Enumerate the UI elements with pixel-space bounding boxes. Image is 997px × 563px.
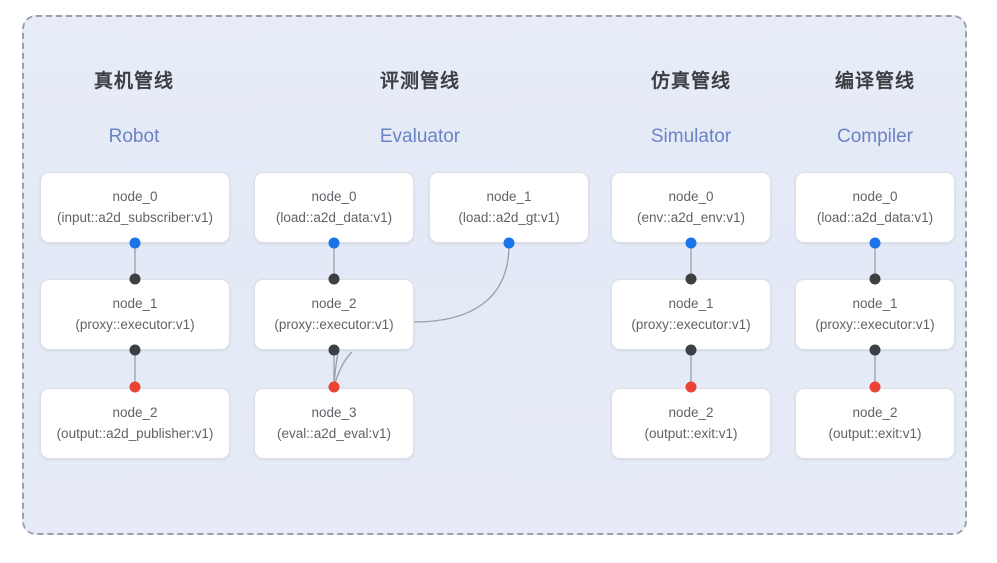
node-id-label: node_1 [486,188,532,204]
port-black-evaluator-2[interactable] [328,273,340,285]
column-title-robot: 真机管线 [93,71,174,92]
node-id-label: node_1 [112,295,158,311]
node-id-label: node_2 [852,404,898,420]
node-evaluator-node_0[interactable]: node_0(load::a2d_data:v1) [254,172,414,243]
node-type-label: (load::a2d_gt:v1) [458,209,560,225]
node-type-label: (proxy::executor:v1) [631,316,751,332]
node-type-label: (input::a2d_subscriber:v1) [56,209,214,225]
node-id-label: node_0 [311,188,357,204]
port-black-compiler-2[interactable] [869,344,881,356]
port-black-robot-2[interactable] [129,344,141,356]
port-blue-compiler-0[interactable] [869,237,881,249]
node-type-label: (output::exit:v1) [828,425,922,441]
node-type-label: (proxy::executor:v1) [815,316,935,332]
port-black-robot-1[interactable] [129,273,141,285]
node-type-label: (load::a2d_data:v1) [275,209,393,225]
node-robot-node_2[interactable]: node_2(output::a2d_publisher:v1) [40,388,230,459]
node-evaluator-node_3[interactable]: node_3(eval::a2d_eval:v1) [254,388,414,459]
port-black-compiler-1[interactable] [869,273,881,285]
port-red-simulator-3[interactable] [685,381,697,393]
node-id-label: node_1 [852,295,898,311]
node-id-label: node_2 [668,404,714,420]
column-subtitle-evaluator: Evaluator [379,126,461,147]
column-subtitle-simulator: Simulator [650,126,732,147]
node-id-label: node_0 [668,188,714,204]
column-subtitle-robot: Robot [108,126,160,147]
node-compiler-node_2[interactable]: node_2(output::exit:v1) [795,388,955,459]
node-id-label: node_2 [311,295,357,311]
port-blue-robot-0[interactable] [129,237,141,249]
node-compiler-node_0[interactable]: node_0(load::a2d_data:v1) [795,172,955,243]
column-title-simulator: 仿真管线 [650,71,731,92]
node-id-label: node_1 [668,295,714,311]
node-type-label: (output::exit:v1) [644,425,738,441]
port-red-compiler-3[interactable] [869,381,881,393]
node-robot-node_0[interactable]: node_0(input::a2d_subscriber:v1) [40,172,230,243]
port-red-evaluator-4[interactable] [328,381,340,393]
port-black-simulator-2[interactable] [685,344,697,356]
column-title-compiler: 编译管线 [834,71,915,92]
node-id-label: node_2 [112,404,158,420]
port-black-evaluator-3[interactable] [328,344,340,356]
node-simulator-node_2[interactable]: node_2(output::exit:v1) [611,388,771,459]
node-id-label: node_0 [112,188,158,204]
node-robot-node_1[interactable]: node_1(proxy::executor:v1) [40,279,230,350]
node-id-label: node_0 [852,188,898,204]
node-type-label: (load::a2d_data:v1) [816,209,934,225]
node-type-label: (eval::a2d_eval:v1) [276,425,392,441]
column-subtitle-compiler: Compiler [836,126,914,147]
node-evaluator-node_2[interactable]: node_2(proxy::executor:v1) [254,279,414,350]
node-simulator-node_0[interactable]: node_0(env::a2d_env:v1) [611,172,771,243]
port-blue-evaluator-1[interactable] [503,237,515,249]
node-type-label: (proxy::executor:v1) [75,316,195,332]
node-type-label: (env::a2d_env:v1) [636,209,746,225]
node-evaluator-node_1[interactable]: node_1(load::a2d_gt:v1) [429,172,589,243]
node-compiler-node_1[interactable]: node_1(proxy::executor:v1) [795,279,955,350]
node-type-label: (output::a2d_publisher:v1) [56,425,214,441]
column-title-evaluator: 评测管线 [379,71,460,92]
node-id-label: node_3 [311,404,357,420]
port-blue-evaluator-0[interactable] [328,237,340,249]
port-blue-simulator-0[interactable] [685,237,697,249]
node-simulator-node_1[interactable]: node_1(proxy::executor:v1) [611,279,771,350]
port-black-simulator-1[interactable] [685,273,697,285]
node-type-label: (proxy::executor:v1) [274,316,394,332]
port-red-robot-3[interactable] [129,381,141,393]
